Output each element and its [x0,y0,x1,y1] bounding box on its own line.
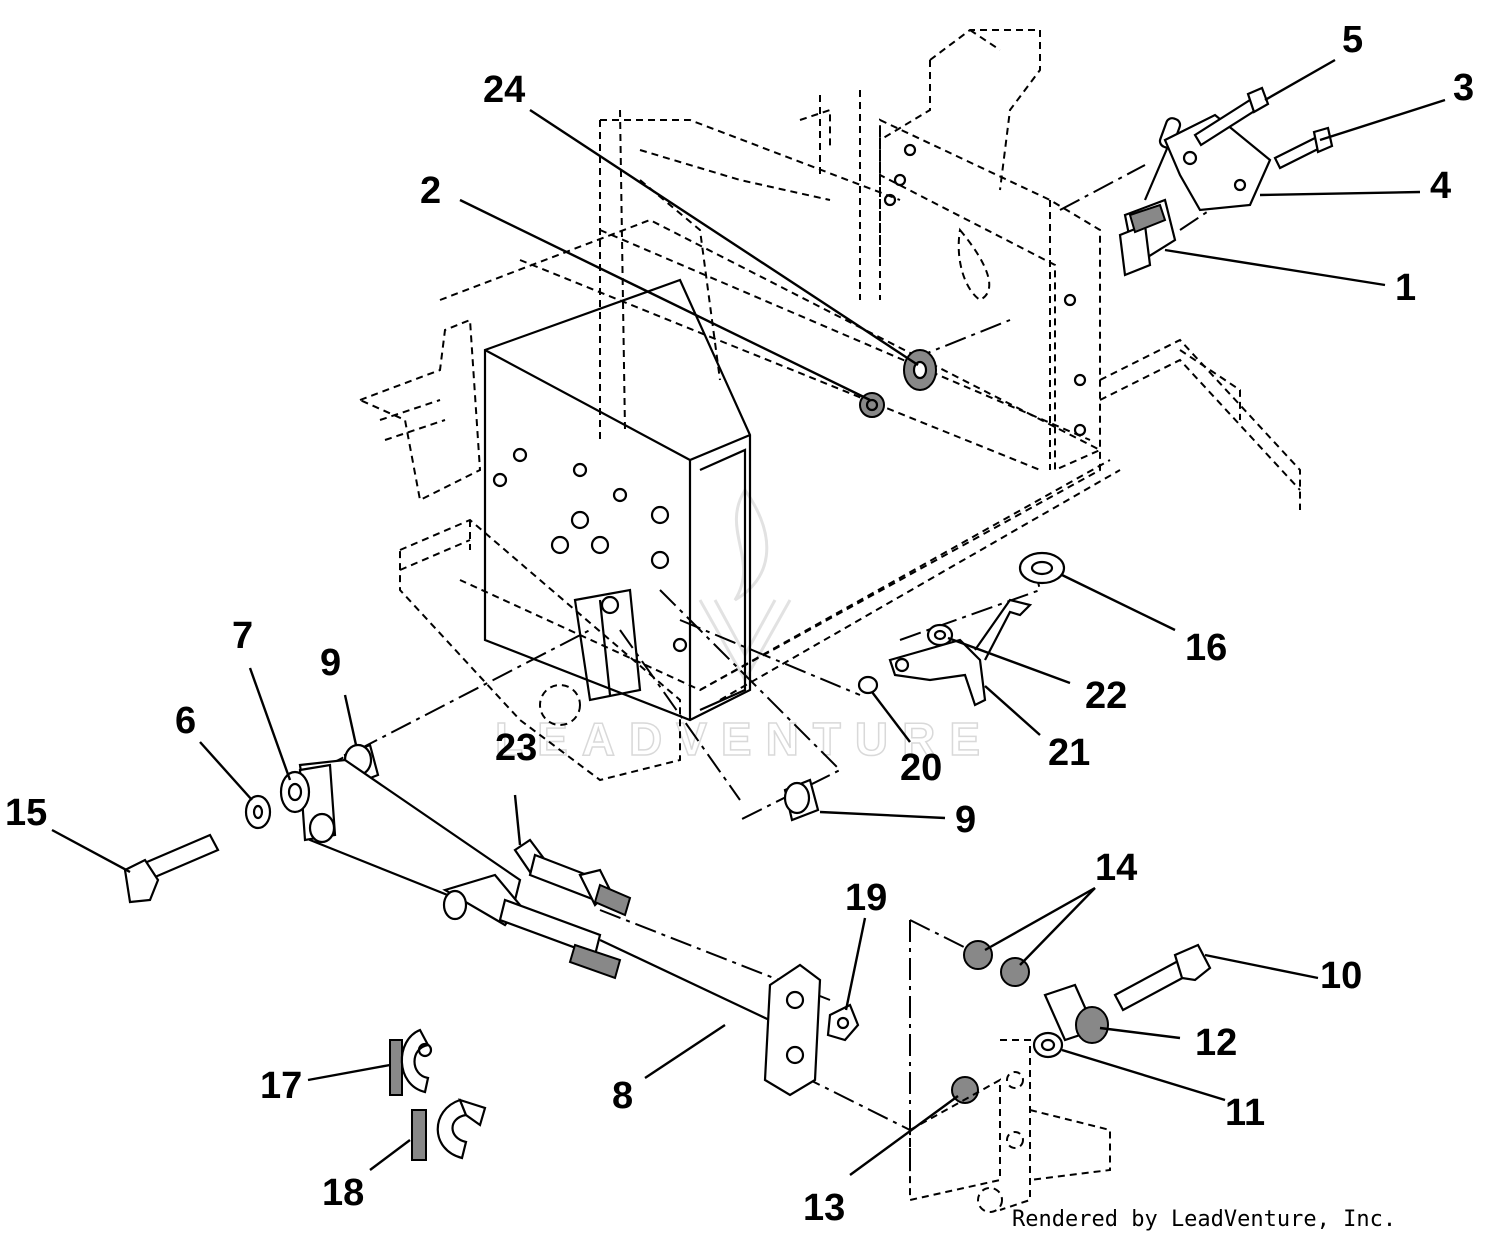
callout-9-upper[interactable]: 9 [320,642,341,684]
callout-20[interactable]: 20 [900,747,942,789]
callout-4[interactable]: 4 [1430,165,1451,207]
part-12-bushing[interactable] [1043,983,1109,1044]
callout-11[interactable]: 11 [1225,1092,1265,1134]
part-16-bushing[interactable] [1018,551,1066,585]
callout-22[interactable]: 22 [1085,675,1127,717]
callout-8[interactable]: 8 [612,1075,633,1117]
part-9-spacer-lower[interactable] [783,778,820,822]
callout-2[interactable]: 2 [420,170,441,212]
part-24-washer[interactable] [903,349,937,391]
part-10-bolt[interactable] [1113,943,1212,1012]
callout-6[interactable]: 6 [175,700,196,742]
part-19-nut[interactable] [826,1003,860,1042]
part-5-bolt[interactable] [1193,86,1270,147]
part-11-washer[interactable] [1032,1031,1064,1059]
part-17-fitting[interactable] [389,1028,433,1096]
callout-1[interactable]: 1 [1395,267,1416,309]
callout-13[interactable]: 13 [803,1187,845,1229]
part-23-rod-end[interactable] [513,838,632,917]
part-1-control-valve[interactable] [1118,117,1182,277]
callout-23[interactable]: 23 [495,727,537,769]
leader-lines [51,58,1446,1176]
callout-7[interactable]: 7 [232,615,253,657]
part-13-nut[interactable] [951,1076,979,1104]
part-18-fitting[interactable] [411,1098,487,1161]
part-21-lever[interactable] [888,598,1033,707]
part-15-bolt[interactable] [123,833,220,904]
callout-15[interactable]: 15 [5,792,47,834]
callouts: 1 2 3 4 5 6 7 8 9 9 10 11 12 13 14 15 16… [5,19,1474,1229]
callout-24[interactable]: 24 [483,69,525,111]
part-6-washer[interactable] [244,794,272,830]
callout-10[interactable]: 10 [1320,955,1362,997]
callout-17[interactable]: 17 [260,1065,302,1107]
callout-14[interactable]: 14 [1095,847,1137,889]
callout-3[interactable]: 3 [1453,67,1474,109]
part-20-washer[interactable] [857,675,879,695]
watermark: LEADVENTURE [494,487,994,766]
render-credit: Rendered by LeadVenture, Inc. [1012,1207,1396,1232]
callout-18[interactable]: 18 [322,1172,364,1214]
callout-16[interactable]: 16 [1185,627,1227,669]
lower-pivot-bracket [909,1039,1111,1213]
callout-21[interactable]: 21 [1048,732,1090,774]
part-4-mounting-plate[interactable] [1163,113,1272,212]
callout-9-lower[interactable]: 9 [955,799,976,841]
part-14-nut-b[interactable] [1000,957,1030,987]
part-7-hydraulic-cylinder[interactable] [279,758,622,980]
callout-19[interactable]: 19 [845,877,887,919]
watermark-text: LEADVENTURE [495,713,994,765]
part-8-link[interactable] [599,939,822,1097]
part-3-bolt[interactable] [1273,126,1334,170]
callout-12[interactable]: 12 [1195,1022,1237,1064]
callout-5[interactable]: 5 [1342,19,1363,61]
part-14-nut-a[interactable] [963,940,993,970]
part-22-washer[interactable] [926,623,954,647]
tractor-frame [357,29,1301,782]
